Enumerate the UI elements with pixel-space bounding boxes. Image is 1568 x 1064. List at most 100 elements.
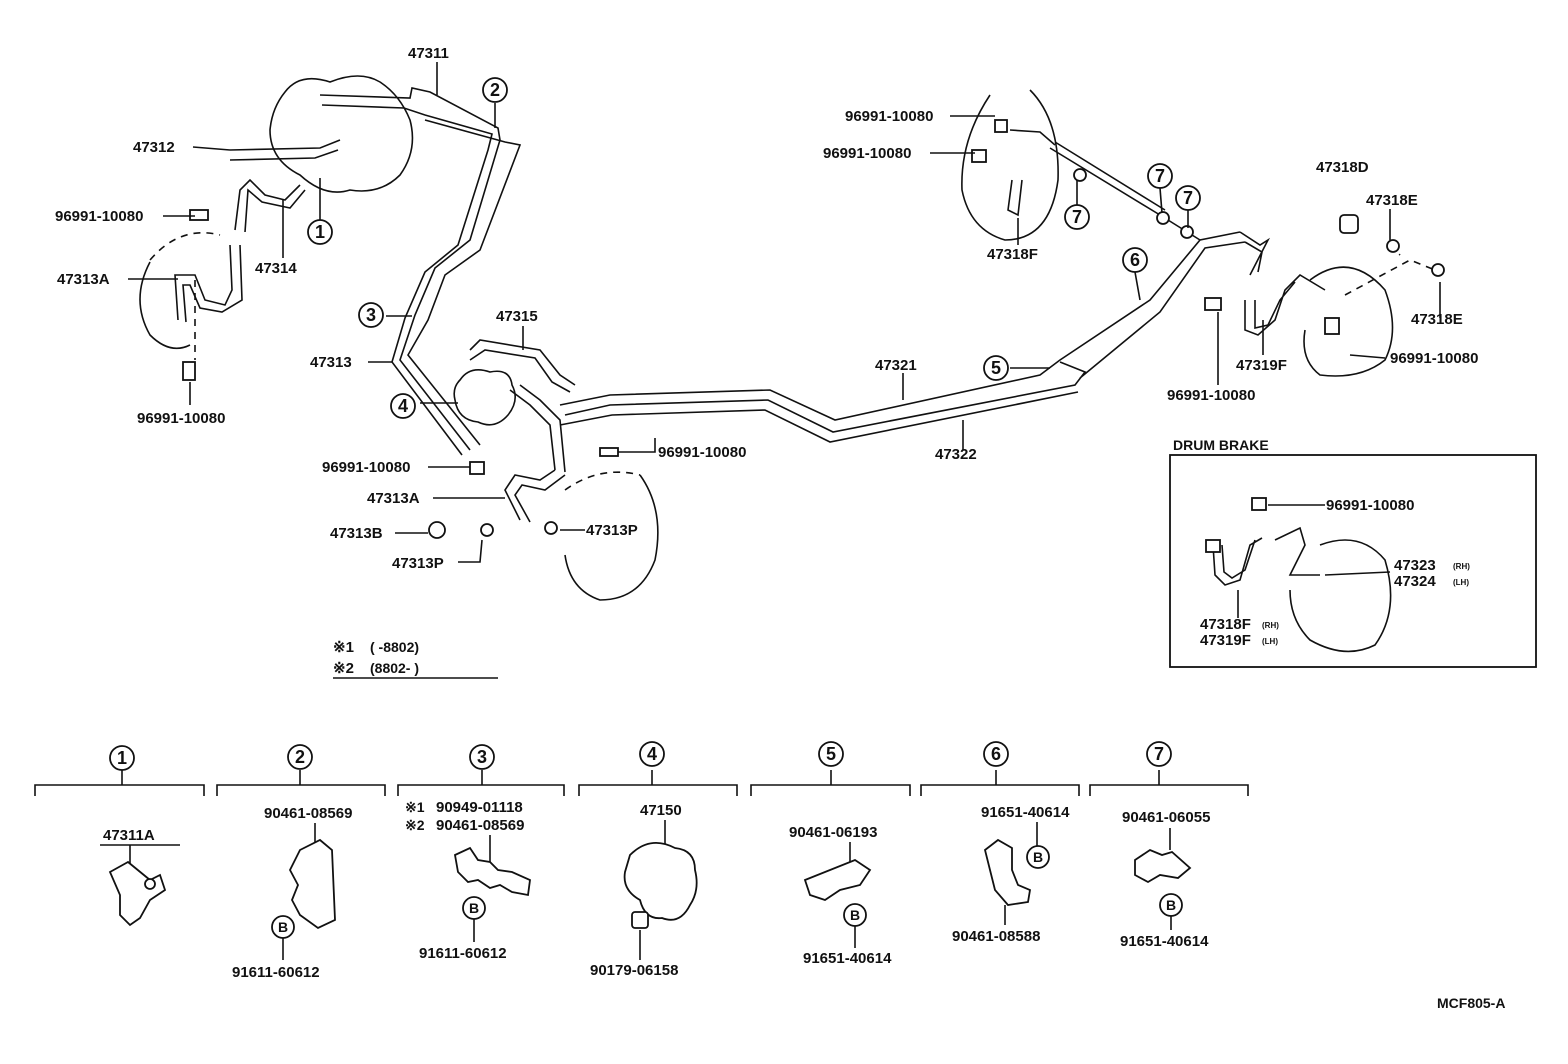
note-2-text: (8802- ) [370,660,419,676]
svg-text:6: 6 [991,744,1001,764]
clip-fr-b [599,447,619,457]
part-clamp-2 [288,838,336,930]
valve-body [453,369,516,426]
bolt-47318D [1339,214,1359,234]
detail-3-bolt-letter: B [469,900,479,916]
detail-3-top2: 90461-08569 [436,817,524,834]
callout-7b: 7 [1147,163,1173,189]
label-96991-c: 96991-10080 [322,459,410,476]
pipe-rear-right-a [1239,231,1271,276]
drum-label-47324: 47324 [1394,573,1436,590]
leader-96991-d [618,438,656,453]
callout-7c: 7 [1175,185,1201,211]
part-clamp-7 [1134,848,1192,884]
hose-front-left [174,244,243,323]
washer-47318E-a [1386,239,1400,253]
drum-label-47323: 47323 [1394,557,1436,574]
svg-text:6: 6 [1130,250,1140,270]
detail-6-bottom: 90461-08588 [952,928,1040,945]
drum-tag-rh-2: (RH) [1262,621,1279,630]
leader-drum-47323 [1324,571,1391,576]
leader-lines [128,62,1441,563]
callout-1: 1 [307,219,333,245]
bracket-1 [34,784,205,796]
clip-rl-a [994,119,1008,133]
hose-front-right [504,469,566,523]
detail-5-bolt-letter: B [850,907,860,923]
detail-callout-5: 5 [818,741,844,767]
leader-c6 [1134,271,1141,301]
detail-3-mark2: ※2 [405,817,425,833]
rotor-front-right [564,474,659,601]
label-96991-h: 96991-10080 [1167,387,1255,404]
pipe-47322 [564,241,1246,433]
clip-fr-a [469,461,485,475]
part-clamp-5 [803,858,872,901]
pipe-47312 [229,139,341,161]
washer-47313P-b [544,521,558,535]
rotor-rear-right [1303,266,1394,377]
pipe-47314 [234,178,306,233]
svg-text:4: 4 [398,396,408,416]
clip-rl-b [971,149,987,163]
clip-rr-b [1324,317,1340,335]
callout-5: 5 [983,355,1009,381]
bracket-2 [216,784,386,796]
part-clamp-6 [983,838,1032,906]
detail-callout-1: 1 [109,745,135,771]
clip-lr [182,361,196,381]
hose-rear-left [1007,129,1056,217]
drum-brake-title: DRUM BRAKE [1173,437,1269,453]
label-47312: 47312 [133,139,175,156]
bracket-3 [397,784,565,796]
label-47313A-b: 47313A [367,490,420,507]
svg-text:1: 1 [315,222,325,242]
rotor-front-left [149,232,221,261]
detail-2-bottom: 91611-60612 [232,964,320,981]
label-47322: 47322 [935,446,977,463]
svg-text:7: 7 [1072,207,1082,227]
svg-text:3: 3 [366,305,376,325]
detail-3-mark1: ※1 [405,799,425,815]
bracket-4 [578,784,738,796]
drum-fitting [1205,539,1221,553]
joint-b [1156,211,1170,225]
label-96991-d: 96991-10080 [658,444,746,461]
label-47321: 47321 [875,357,917,374]
detail-7-bottom: 91651-40614 [1120,933,1209,950]
detail-callout-7: 7 [1146,741,1172,767]
callout-6: 6 [1122,247,1148,273]
leader-c7b [1159,187,1163,214]
bracket-5 [750,784,911,796]
svg-text:4: 4 [647,744,657,764]
joint-a [1073,168,1087,182]
clip-rr-a [1204,297,1222,311]
label-47314: 47314 [255,260,297,277]
bracket-stems [121,770,1160,785]
callout-4: 4 [390,393,416,419]
detail-1-leader [100,844,180,865]
part-47311A-hole [144,878,156,890]
pipe-rear-c [559,391,1079,443]
detail-callout-6: 6 [983,741,1009,767]
detail-panels: 1 2 3 4 5 6 7 47311A 90461-08569 B 91611… [34,741,1249,981]
detail-4-bottom: 90179-06158 [590,962,678,979]
label-47313A-a: 47313A [57,271,110,288]
detail-2-top: 90461-08569 [264,805,352,822]
rotor-rear-left [961,89,1059,241]
detail-callout-4: 4 [639,741,665,767]
detail-6-bolt [1026,845,1050,869]
pipe-valve-to-rear [509,384,566,473]
svg-text:7: 7 [1155,166,1165,186]
drum-tag-lh-2: (LH) [1262,637,1278,646]
year-notes: ※1 ( -8802) ※2 (8802- ) [333,639,498,679]
part-47311A [108,860,167,927]
label-96991-b: 96991-10080 [137,410,225,427]
label-96991-e: 96991-10080 [845,108,933,125]
note-2-mark: ※2 [333,660,354,677]
drum-label-47319F: 47319F [1200,632,1251,649]
detail-5-top: 90461-06193 [789,824,877,841]
main-small-parts [182,119,1445,539]
label-47313P-a: 47313P [392,555,444,572]
